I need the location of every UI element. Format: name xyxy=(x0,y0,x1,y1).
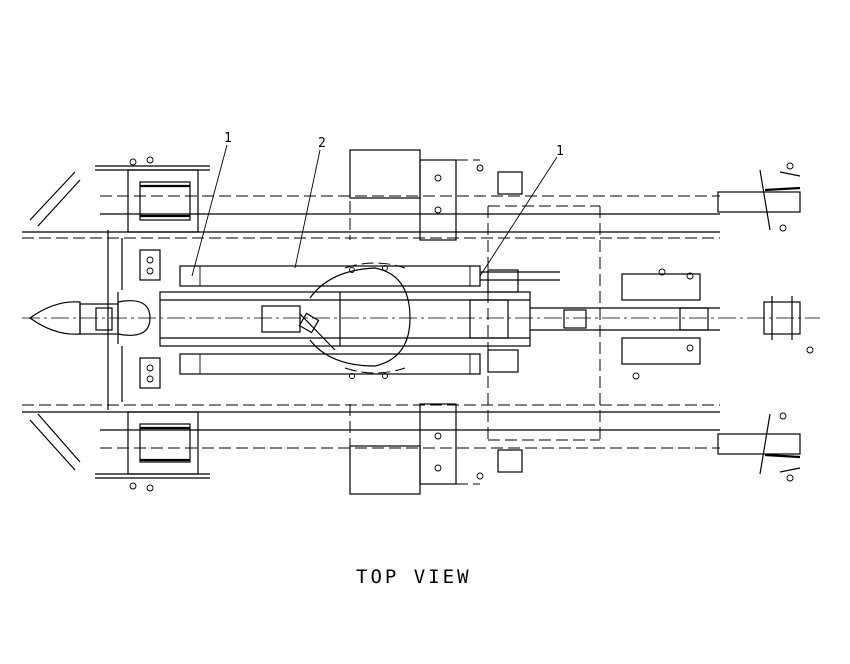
rear-linkage xyxy=(530,268,814,380)
callout-label: 2 xyxy=(318,136,326,151)
center-boom xyxy=(159,262,531,379)
front-coupler xyxy=(28,230,151,410)
view-title: TOP VIEW xyxy=(356,566,472,588)
rear-arm-ends xyxy=(717,162,801,482)
frame-rails xyxy=(22,195,720,449)
front-brackets xyxy=(29,156,210,492)
callout-label: 1 xyxy=(556,144,564,159)
callout-label: 1 xyxy=(224,131,232,146)
leader-lines xyxy=(191,144,558,277)
hydraulic-cylinders xyxy=(179,265,560,375)
cross-members xyxy=(349,149,601,495)
valve-blocks xyxy=(139,249,161,389)
